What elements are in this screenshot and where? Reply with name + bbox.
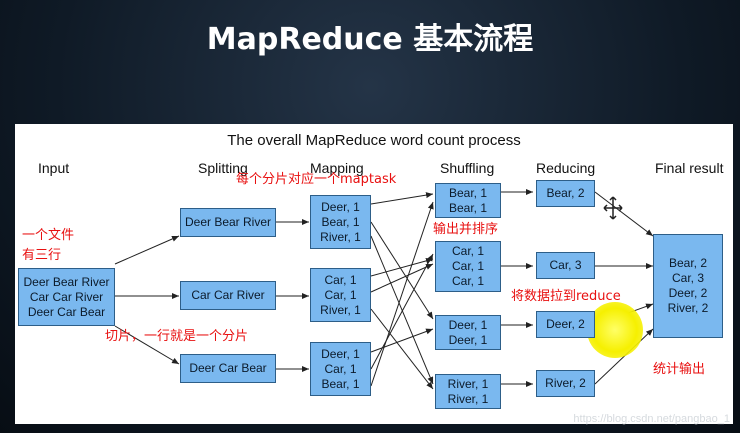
reduce-box: Deer, 2 [536, 311, 595, 338]
map-pair: River, 1 [320, 229, 361, 244]
map-box: Car, 1 Car, 1 River, 1 [310, 268, 371, 322]
stage-shuffling: Shuffling [440, 160, 495, 176]
reduce-box: Car, 3 [536, 252, 595, 279]
shuffle-box: Deer, 1 Deer, 1 [435, 315, 501, 350]
shuffle-pair: Car, 1 [451, 259, 484, 273]
map-annotation: 每个分片对应一个maptask [236, 172, 397, 187]
split-text: Deer Bear River [184, 215, 272, 229]
shuffle-pair: Bear, 1 [448, 185, 488, 200]
split-box: Deer Car Bear [180, 354, 276, 383]
stage-splitting: Splitting [198, 160, 248, 176]
stage-reducing: Reducing [536, 160, 596, 176]
map-pair: River, 1 [320, 302, 361, 317]
split-box: Car Car River [180, 281, 276, 310]
final-result-box: Bear, 2 Car, 3 Deer, 2 River, 2 [653, 234, 723, 338]
shuffle-pair: River, 1 [447, 376, 489, 391]
final-pair: Car, 3 [671, 271, 704, 285]
shuffle-pair: Car, 1 [451, 244, 484, 258]
map-pair: Bear, 1 [321, 214, 360, 229]
shuffle-pair: River, 1 [447, 391, 489, 406]
shuffle-annotation: 输出并排序 [433, 222, 499, 237]
reduce-pair: Car, 3 [549, 258, 582, 272]
map-pair: Deer, 1 [321, 346, 360, 361]
diagram-title: The overall MapReduce word count process [227, 132, 521, 149]
reduce-box: River, 2 [536, 370, 595, 397]
input-box: Deer Bear River Car Car River Deer Car B… [18, 268, 115, 326]
map-box: Deer, 1 Car, 1 Bear, 1 [310, 342, 371, 396]
map-box: Deer, 1 Bear, 1 River, 1 [310, 195, 371, 249]
split-box: Deer Bear River [180, 208, 276, 237]
split-annotation: 切片，一行就是一个分片 [105, 329, 249, 344]
input-line: Deer Bear River [23, 274, 110, 289]
input-line: Car Car River [29, 289, 104, 304]
shuffle-pair: Deer, 1 [448, 332, 488, 347]
shuffle-box: River, 1 River, 1 [435, 374, 501, 409]
shuffle-pair: Deer, 1 [448, 317, 488, 332]
map-pair: Car, 1 [324, 272, 357, 287]
map-pair: Deer, 1 [321, 199, 360, 214]
shuffle-pair: Car, 1 [451, 274, 484, 288]
slide-title: MapReduce 基本流程 [206, 22, 534, 57]
stage-final-result: Final result [655, 160, 724, 176]
shuffle-pair: Bear, 1 [448, 200, 488, 215]
watermark: https://blog.csdn.net/pangbao_1 [573, 413, 730, 425]
split-text: Car Car River [191, 288, 265, 302]
shuffle-box: Car, 1 Car, 1 Car, 1 [435, 241, 501, 292]
map-pair: Car, 1 [324, 287, 357, 302]
shuffle-box: Bear, 1 Bear, 1 [435, 183, 501, 218]
input-annotation-2: 有三行 [22, 248, 62, 263]
cursor-icon [603, 196, 623, 220]
stage-input: Input [38, 160, 70, 176]
final-pair: Bear, 2 [668, 256, 708, 270]
reduce-pair: River, 2 [545, 376, 586, 390]
input-annotation-1: 一个文件 [22, 228, 75, 243]
diagram-panel: The overall MapReduce word count process… [15, 124, 733, 424]
final-pair: Deer, 2 [668, 286, 708, 300]
reduce-annotation: 将数据拉到reduce [511, 289, 621, 304]
split-text: Deer Car Bear [189, 361, 267, 375]
reduce-box: Bear, 2 [536, 180, 595, 207]
stage-mapping: Mapping [310, 160, 364, 176]
flow-arrows [114, 189, 654, 390]
reduce-pair: Deer, 2 [546, 317, 585, 331]
reduce-pair: Bear, 2 [546, 186, 585, 200]
input-line: Deer Car Bear [27, 304, 106, 319]
map-pair: Bear, 1 [321, 376, 360, 391]
final-annotation: 统计输出 [653, 362, 706, 377]
final-pair: River, 2 [667, 301, 709, 315]
map-pair: Car, 1 [324, 361, 357, 376]
cursor-highlight [587, 302, 643, 358]
